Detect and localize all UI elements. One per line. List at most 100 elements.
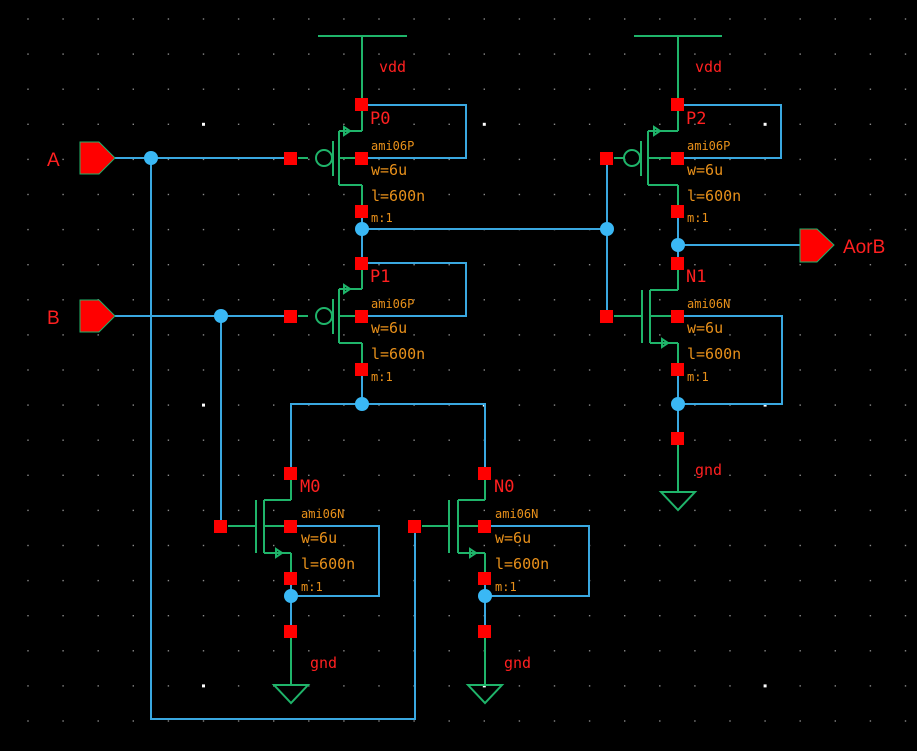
n0-gate-terminal[interactable]	[408, 520, 421, 533]
grid-dot	[308, 509, 310, 512]
grid-dot	[483, 544, 485, 547]
grid-dot	[694, 123, 696, 125]
p0-gate-terminal[interactable]	[284, 152, 297, 165]
n1-gate-terminal[interactable]	[600, 310, 613, 323]
grid-dot	[518, 544, 521, 547]
grid-dot	[869, 299, 872, 301]
n1-body-terminal[interactable]	[671, 310, 684, 323]
grid-dot	[413, 18, 415, 20]
vdd-left-symbol[interactable]: vdd	[318, 35, 407, 105]
grid-dot	[904, 650, 907, 652]
grid-dot	[729, 53, 731, 55]
n0-gnd-terminal[interactable]	[478, 625, 491, 638]
p1-gate-terminal[interactable]	[284, 310, 297, 323]
grid-dot	[834, 193, 836, 196]
n0-drain-terminal[interactable]	[478, 467, 491, 480]
m0-gnd-terminal[interactable]	[284, 625, 297, 638]
gnd-m0-label: gnd	[310, 654, 337, 672]
n1-gnd-terminal[interactable]	[671, 432, 684, 445]
pin-b[interactable]: B	[47, 299, 116, 333]
wire-p2-body[interactable]	[678, 104, 782, 159]
grid-dot	[659, 193, 661, 196]
grid-dot	[167, 650, 170, 652]
grid-dot	[343, 158, 345, 161]
wire-n0-body[interactable]	[485, 525, 590, 597]
p0-source-terminal[interactable]	[355, 98, 368, 111]
gnd-n1-symbol[interactable]: gnd	[658, 439, 722, 512]
grid-dot	[764, 650, 766, 652]
grid-dot	[413, 299, 415, 301]
grid-dot	[659, 404, 661, 406]
n0-source-terminal[interactable]	[478, 572, 491, 585]
wire-n1-body[interactable]	[678, 315, 783, 405]
wire-a-down[interactable]	[150, 158, 416, 720]
grid-dot	[553, 720, 556, 722]
p1-drain-terminal[interactable]	[355, 363, 368, 376]
grid-dot	[483, 334, 485, 336]
wire-p1-body[interactable]	[362, 262, 467, 317]
m0-drain-terminal[interactable]	[284, 467, 297, 480]
p2-gate-terminal[interactable]	[600, 152, 613, 165]
m0-source-terminal[interactable]	[284, 572, 297, 585]
grid-dot	[869, 53, 872, 55]
p2-source-terminal[interactable]	[671, 98, 684, 111]
grid-dot	[132, 474, 134, 476]
grid-dot	[62, 193, 64, 196]
grid-dot	[834, 88, 836, 90]
grid-dot	[167, 158, 170, 161]
pin-aorb[interactable]: AorB	[799, 228, 885, 263]
n1-drain-terminal[interactable]	[671, 257, 684, 270]
grid-dot	[132, 544, 134, 547]
grid-dot	[202, 264, 205, 266]
grid-dot	[659, 299, 661, 301]
grid-dot	[659, 369, 661, 371]
wire-m0-body[interactable]	[291, 525, 380, 597]
pmos-symbol	[614, 105, 679, 212]
grid-dot	[834, 123, 836, 125]
transistor-p0[interactable]: P0 ami06P w=6u l=600n m:1	[284, 98, 425, 225]
grid-dot	[413, 158, 415, 161]
vdd-right-symbol[interactable]: vdd	[634, 35, 722, 105]
p1-source-terminal[interactable]	[355, 257, 368, 270]
pin-a[interactable]: A	[47, 141, 116, 175]
grid-dot	[694, 369, 696, 371]
grid-dot	[132, 158, 134, 161]
grid-dot	[588, 720, 591, 722]
p0-body-terminal[interactable]	[355, 152, 368, 165]
transistor-p2[interactable]: P2 ami06P w=6u l=600n m:1	[600, 98, 741, 225]
grid-dot	[869, 88, 872, 90]
n1-source-terminal[interactable]	[671, 363, 684, 376]
grid-dot	[518, 369, 521, 371]
p2-body-terminal[interactable]	[671, 152, 684, 165]
transistor-n0[interactable]: N0 ami06N w=6u l=600n m:1	[408, 467, 549, 638]
grid-dot	[413, 334, 415, 336]
m0-gate-terminal[interactable]	[214, 520, 227, 533]
grid-dot	[343, 544, 345, 547]
n0-body-terminal[interactable]	[478, 520, 491, 533]
transistor-p1[interactable]: P1 ami06P w=6u l=600n m:1	[284, 257, 425, 384]
wire-p0-body[interactable]	[362, 104, 467, 159]
grid-dot	[62, 334, 64, 336]
grid-dot	[448, 334, 450, 336]
transistor-n1[interactable]: N1 ami06N w=6u l=600n m:1	[600, 257, 741, 445]
gnd-n0-symbol[interactable]: gnd	[465, 631, 531, 705]
p0-drain-terminal[interactable]	[355, 205, 368, 218]
grid-dot	[799, 264, 801, 266]
grid-dot	[729, 299, 731, 301]
wire-m0-n0-drain[interactable]	[290, 403, 486, 474]
grid-dot	[132, 439, 134, 441]
grid-dot	[167, 18, 170, 20]
grid-dot	[273, 88, 275, 90]
grid-dot	[308, 650, 310, 652]
grid-dot	[553, 334, 556, 336]
gnd-m0-symbol[interactable]: gnd	[271, 631, 337, 705]
m0-body-terminal[interactable]	[284, 520, 297, 533]
grid-dot	[834, 334, 836, 336]
grid-dot	[729, 404, 731, 406]
grid-dot	[62, 228, 64, 231]
p2-drain-terminal[interactable]	[671, 205, 684, 218]
grid-dot	[308, 615, 310, 617]
transistor-m0[interactable]: M0 ami06N w=6u l=600n m:1	[214, 467, 355, 638]
p1-body-terminal[interactable]	[355, 310, 368, 323]
